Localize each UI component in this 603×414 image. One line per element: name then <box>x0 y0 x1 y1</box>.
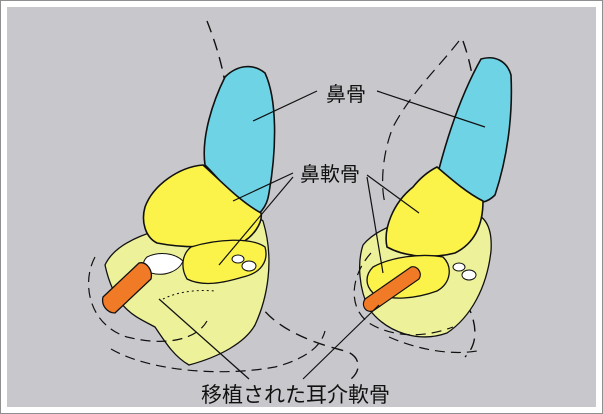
left-nostril-hole-1 <box>232 255 244 263</box>
label-ear-cartilage-graft: 移植された耳介軟骨 <box>201 385 390 406</box>
left-nostril-hole-2 <box>242 261 256 271</box>
diagram-panel: 鼻骨 鼻軟骨 移植された耳介軟骨 <box>7 7 596 407</box>
left-nose-drawing <box>89 21 359 379</box>
label-nasal-cartilage: 鼻軟骨 <box>300 164 360 184</box>
right-lower-dashed-contour <box>389 337 477 352</box>
right-nostril-hole-2 <box>462 270 476 280</box>
nose-anatomy-illustration <box>7 7 596 407</box>
right-nose-drawing <box>354 41 511 357</box>
right-nostril-hole-1 <box>453 263 465 271</box>
label-nasal-bone: 鼻骨 <box>326 84 366 104</box>
